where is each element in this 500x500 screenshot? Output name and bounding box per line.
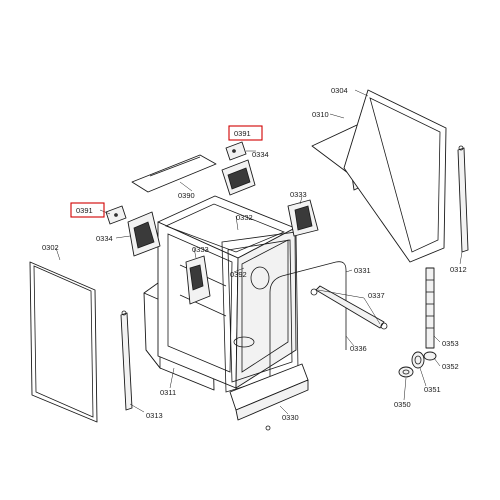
label-0302: 0302 <box>42 243 59 252</box>
hinge-0334-left[interactable] <box>127 211 161 257</box>
label-0390: 0390 <box>178 191 195 200</box>
bar-0337[interactable] <box>310 285 388 330</box>
label-0313: 0313 <box>146 411 163 420</box>
door-seal-0331[interactable] <box>269 261 347 394</box>
fitting-0352[interactable] <box>423 351 437 361</box>
seal-strip-0313[interactable] <box>120 310 133 411</box>
back-panel-0304[interactable] <box>343 89 447 263</box>
kick-plate-0330[interactable] <box>229 363 309 431</box>
label-0352: 0352 <box>442 362 459 371</box>
leader-lines <box>55 89 463 415</box>
hinge-0334-top[interactable] <box>221 159 256 196</box>
highlight-box-0391-top <box>228 125 263 141</box>
label-0391-top: 0391 <box>234 129 251 138</box>
label-0353: 0353 <box>442 339 459 348</box>
side-panel-0302[interactable] <box>29 261 98 423</box>
hose-0353[interactable] <box>425 267 435 349</box>
tub-body[interactable] <box>157 195 297 389</box>
seal-strip-0312[interactable] <box>457 145 469 253</box>
bracket-0391-top[interactable] <box>225 141 247 161</box>
label-0336: 0336 <box>350 344 367 353</box>
bracket-0333-mid[interactable] <box>185 255 211 305</box>
label-0333-right: 0333 <box>290 190 307 199</box>
highlight-box-0391-left <box>70 202 105 218</box>
label-0351: 0351 <box>424 385 441 394</box>
label-0350: 0350 <box>394 400 411 409</box>
label-0332: 0332 <box>236 213 253 222</box>
label-0310: 0310 <box>312 110 329 119</box>
bracket-0333-right[interactable] <box>287 199 319 237</box>
bracket-0391-left[interactable] <box>105 205 127 225</box>
label-0334-left: 0334 <box>96 234 113 243</box>
insulation-mat-0390[interactable] <box>131 154 217 193</box>
label-0311: 0311 <box>160 388 176 397</box>
fitting-0351[interactable] <box>411 351 425 369</box>
label-0333-mid: 0333 <box>192 245 209 254</box>
label-0334-top: 0334 <box>252 150 269 159</box>
label-0304: 0304 <box>331 86 348 95</box>
label-0337: 0337 <box>368 291 385 300</box>
label-0330: 0330 <box>282 413 299 422</box>
label-0331: 0331 <box>354 266 371 275</box>
label-0312: 0312 <box>450 265 467 274</box>
label-0391-left: 0391 <box>76 206 93 215</box>
fitting-0350[interactable] <box>398 366 414 378</box>
label-0392: 0392 <box>230 270 247 279</box>
